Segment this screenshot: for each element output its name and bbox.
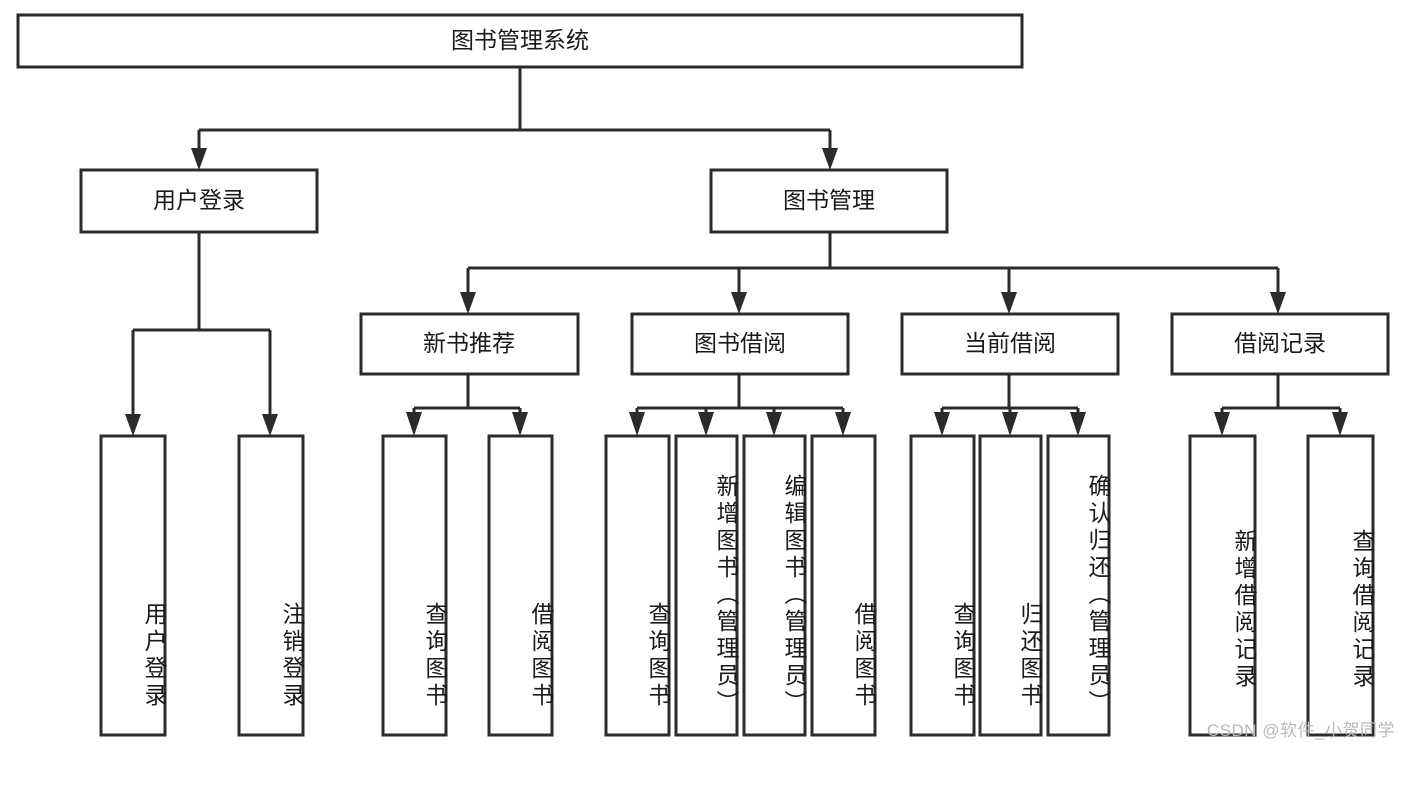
arrowhead-leaf-borrow-book-2 <box>835 412 851 436</box>
node-leaf-user-login[interactable] <box>99 434 167 737</box>
hierarchy-diagram: 图书管理系统 用户登录 图书管理 新书推荐 图书借阅 当前借阅 借阅记录 用户登… <box>16 13 1395 740</box>
arrowhead-leaf-borrow-book-1 <box>512 412 528 436</box>
connector-group <box>125 67 1348 436</box>
arrowhead-leaf-query-book-1 <box>406 412 422 436</box>
arrowhead-leaf-user-login <box>125 414 141 436</box>
arrowhead-book-borrow <box>731 292 747 314</box>
node-leaf-confirm-return[interactable] <box>1046 434 1111 737</box>
arrowhead-leaf-confirm-return <box>1070 412 1086 436</box>
label-current-borrow: 当前借阅 <box>964 330 1056 356</box>
node-leaf-query-book-1[interactable] <box>381 434 448 737</box>
label-root: 图书管理系统 <box>451 27 589 53</box>
label-user-login: 用户登录 <box>153 187 245 213</box>
node-leaf-query-book-3[interactable] <box>909 434 976 737</box>
node-leaf-query-record[interactable] <box>1306 434 1375 737</box>
node-leaf-borrow-book-2[interactable] <box>810 434 877 737</box>
label-new-book-recommend: 新书推荐 <box>423 330 515 356</box>
label-book-borrow: 图书借阅 <box>694 330 786 356</box>
node-leaf-borrow-book-1[interactable] <box>487 434 554 737</box>
arrowhead-leaf-edit-book <box>766 412 782 436</box>
arrowhead-leaf-add-book <box>698 412 714 436</box>
node-current-borrow[interactable] <box>900 312 1120 376</box>
node-leaf-logout-login[interactable] <box>237 434 305 737</box>
node-label-group: 图书管理系统 用户登录 图书管理 新书推荐 图书借阅 当前借阅 借阅记录 <box>153 27 1326 356</box>
node-new-book-recommend[interactable] <box>359 312 580 376</box>
diagram-canvas: 图书管理系统 用户登录 图书管理 新书推荐 图书借阅 当前借阅 借阅记录 <box>16 13 1390 737</box>
arrowhead-leaf-query-record <box>1332 412 1348 436</box>
arrowhead-leaf-logout-login <box>262 414 278 436</box>
node-borrow-record[interactable] <box>1170 312 1390 376</box>
arrowhead-leaf-add-record <box>1214 412 1230 436</box>
arrowhead-leaf-return-book <box>1002 412 1018 436</box>
node-leaf-add-book[interactable] <box>674 434 739 737</box>
node-leaf-edit-book[interactable] <box>742 434 807 737</box>
node-leaf-query-book-2[interactable] <box>604 434 671 737</box>
arrowhead-new-book-recommend <box>460 292 476 314</box>
label-book-management: 图书管理 <box>783 187 875 213</box>
node-leaf-add-record[interactable] <box>1188 434 1257 737</box>
node-book-management[interactable] <box>709 168 949 234</box>
node-leaf-return-book[interactable] <box>978 434 1043 737</box>
csdn-watermark: CSDN @软件_小贺同学 <box>1206 721 1395 740</box>
arrowhead-user-login <box>191 148 207 170</box>
node-user-login[interactable] <box>79 168 319 234</box>
arrowhead-book-management <box>822 148 838 170</box>
arrowhead-current-borrow <box>1001 292 1017 314</box>
label-borrow-record: 借阅记录 <box>1234 330 1326 356</box>
node-book-borrow[interactable] <box>630 312 850 376</box>
node-box-group <box>16 13 1390 737</box>
node-root[interactable] <box>16 13 1024 69</box>
arrowhead-leaf-query-book-2 <box>629 412 645 436</box>
arrowhead-borrow-record <box>1270 292 1286 314</box>
arrowhead-leaf-query-book-3 <box>934 412 950 436</box>
